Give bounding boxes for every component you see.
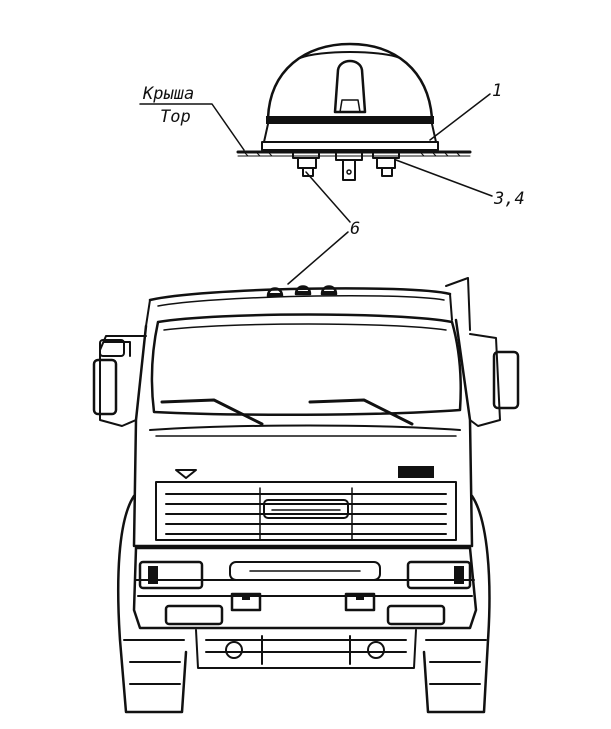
label-roof-en: Top — [160, 107, 191, 127]
callout-6: 6 — [350, 219, 360, 239]
callouts: Крыша Top 1 3,4 6 — [139, 81, 525, 285]
wheel-right — [422, 494, 491, 714]
wheel-left — [116, 494, 188, 714]
mirror-right — [469, 333, 520, 427]
wiper-right — [308, 398, 414, 426]
windshield — [150, 313, 462, 417]
mirror-left — [92, 335, 147, 427]
fog-light-right — [386, 604, 446, 626]
emblem — [175, 469, 197, 479]
wiper-left — [160, 398, 264, 426]
label-roof-ru: Крыша — [142, 84, 194, 104]
front-bumper — [132, 546, 478, 630]
callout-1: 1 — [492, 81, 502, 101]
truck-front-view — [92, 277, 520, 714]
lamp-dome — [266, 42, 434, 120]
roof-lamp-detail — [236, 42, 472, 181]
roof-marker-lamps — [266, 285, 338, 298]
vent — [398, 466, 434, 478]
fog-light-left — [164, 604, 224, 626]
front-grille — [155, 481, 457, 541]
headlight-left — [138, 560, 204, 590]
chassis — [195, 629, 417, 669]
lamp-band — [266, 116, 434, 124]
headlight-right — [406, 560, 472, 590]
callout-3-4: 3,4 — [493, 189, 525, 209]
